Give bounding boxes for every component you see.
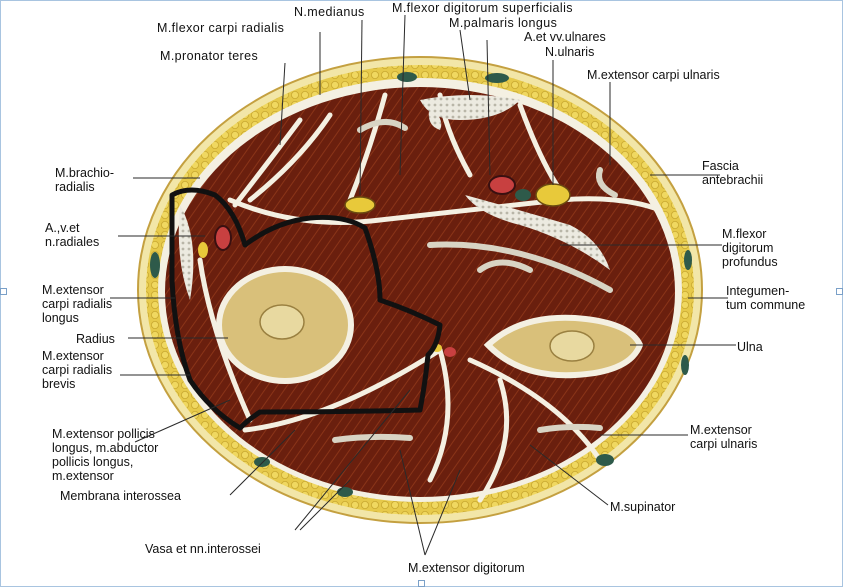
label-flexor-digitorum-superficialis: M.flexor digitorum superficialis xyxy=(392,1,573,15)
label-fdp-2: digitorum xyxy=(722,241,774,255)
radial-nerve xyxy=(198,242,208,258)
label-flexor-carpi-radialis: M.flexor carpi radialis xyxy=(157,21,285,35)
label-radius: Radius xyxy=(76,332,115,346)
ulnar-nerve xyxy=(535,183,571,207)
radial-artery xyxy=(214,225,232,251)
label-ecrl-1: M.extensor xyxy=(42,283,104,297)
label-brachioradialis-1: M.brachio- xyxy=(55,166,115,180)
label-n-ulnaris: N.ulnaris xyxy=(545,45,595,59)
label-ecu-bottom-2: carpi ulnaris xyxy=(690,437,758,451)
median-nerve xyxy=(344,196,376,214)
tendons xyxy=(332,119,618,443)
label-epl-3: pollicis longus, xyxy=(52,455,134,469)
ulnar-vein xyxy=(515,189,531,201)
ulnar-artery xyxy=(488,175,516,195)
tendon-patches xyxy=(178,95,610,300)
highlight-outline xyxy=(169,187,443,431)
interosseous-artery xyxy=(444,347,456,357)
label-epl-4: m.extensor xyxy=(52,469,114,483)
label-integumentum-2: tum commune xyxy=(726,298,806,312)
label-epl-1: M.extensor pollicis xyxy=(52,427,155,441)
resize-handle-left[interactable] xyxy=(0,288,7,295)
label-extensor-carpi-ulnaris-top: M.extensor carpi ulnaris xyxy=(587,68,720,82)
label-ecrl-2: carpi radialis xyxy=(42,297,113,311)
ulna-marrow xyxy=(549,330,595,362)
label-integumentum-1: Integumen- xyxy=(726,284,790,298)
radius-marrow xyxy=(259,304,305,340)
label-fdp-3: profundus xyxy=(722,255,778,269)
label-epl-2: longus, m.abductor xyxy=(52,441,159,455)
label-vasa-radiales-2: n.radiales xyxy=(45,235,100,249)
leader-lines xyxy=(110,14,736,556)
label-ecu-bottom-1: M.extensor xyxy=(690,423,752,437)
label-ecrl-3: longus xyxy=(42,311,79,325)
label-brachioradialis-2: radialis xyxy=(55,180,95,194)
label-vasa-interossei: Vasa et nn.interossei xyxy=(145,542,261,556)
label-fdp-1: M.flexor xyxy=(722,227,767,241)
label-ecrb-2: carpi radialis xyxy=(42,363,113,377)
label-palmaris-longus: M.palmaris longus xyxy=(449,16,558,30)
label-pronator-teres: M.pronator teres xyxy=(160,49,259,63)
label-ulna: Ulna xyxy=(737,340,763,354)
label-extensor-digitorum: M.extensor digitorum xyxy=(408,561,525,575)
label-ecrb-1: M.extensor xyxy=(42,349,104,363)
label-vasa-radiales-1: A.,v.et xyxy=(45,221,80,235)
label-medianus: N.medianus xyxy=(294,5,365,19)
label-membrana-interossea: Membrana interossea xyxy=(60,489,181,503)
label-fascia-1: Fascia xyxy=(702,159,739,173)
label-ecrb-3: brevis xyxy=(42,377,76,391)
label-vasa-ulnares: A.et vv.ulnares xyxy=(524,30,606,44)
label-supinator: M.supinator xyxy=(610,500,676,514)
label-fascia-2: antebrachii xyxy=(702,173,764,187)
